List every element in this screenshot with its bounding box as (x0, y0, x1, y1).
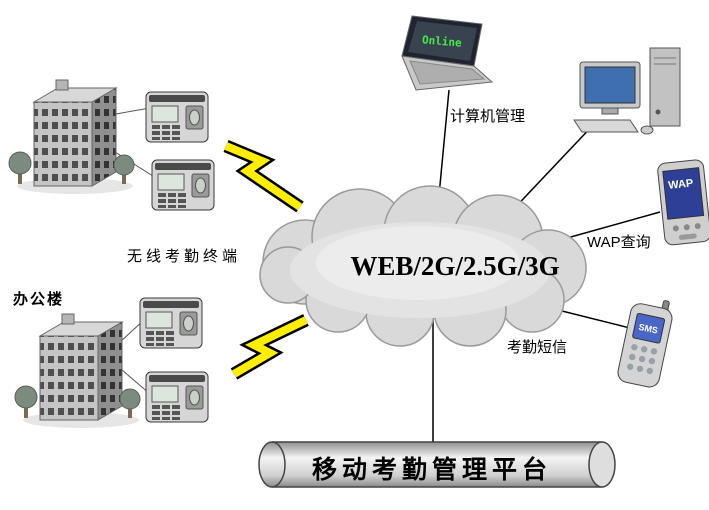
laptop-keyboard (409, 60, 486, 85)
attendance-terminal-icon (145, 91, 209, 143)
laptop-screen-text: Online (421, 33, 462, 49)
wap-device-screen (662, 167, 705, 220)
attendance-terminal-icon (139, 297, 203, 349)
wap-device-icon: WAP (657, 159, 709, 246)
connector-desktop-cloud (507, 121, 597, 216)
sms-screen-text: SMS (638, 322, 659, 336)
attendance-sms-label: 考勤短信 (507, 339, 568, 356)
office-building-label: 办公楼 (13, 291, 65, 308)
sms-phone-icon: SMS (617, 300, 673, 388)
lightning-bolt-icon (230, 314, 309, 380)
desktop-mouse (640, 125, 654, 135)
laptop-icon: Online (401, 15, 494, 91)
connector-wap-cloud (559, 211, 661, 241)
office-building-icon (8, 79, 135, 195)
wap-screen-text: WAP (668, 177, 694, 192)
office-building-icon (14, 313, 141, 429)
platform-label: 移动考勤管理平台 (311, 456, 552, 484)
wap-query-label: WAP查询 (587, 234, 651, 251)
computer-management-label: 计算机管理 (450, 108, 526, 125)
lightning-bolt-icon (223, 140, 304, 213)
desktop-computer-icon (573, 47, 681, 135)
desktop-monitor-screen (584, 66, 636, 104)
attendance-terminal-icon (145, 371, 209, 423)
attendance-terminal-icon (151, 159, 215, 211)
desktop-tower (649, 47, 681, 127)
phone-screen (632, 312, 666, 344)
laptop-screen (408, 21, 477, 61)
cloud-icon (259, 185, 587, 347)
connector-building1-terminal1 (109, 107, 151, 116)
cloud-label: WEB/2G/2.5G/3G (350, 251, 560, 281)
platform-cylinder-icon (258, 441, 616, 488)
connector-building2-terminal4 (121, 369, 151, 395)
desktop-keyboard (573, 119, 639, 133)
wireless-terminal-label: 无线考勤终端 (127, 248, 242, 265)
